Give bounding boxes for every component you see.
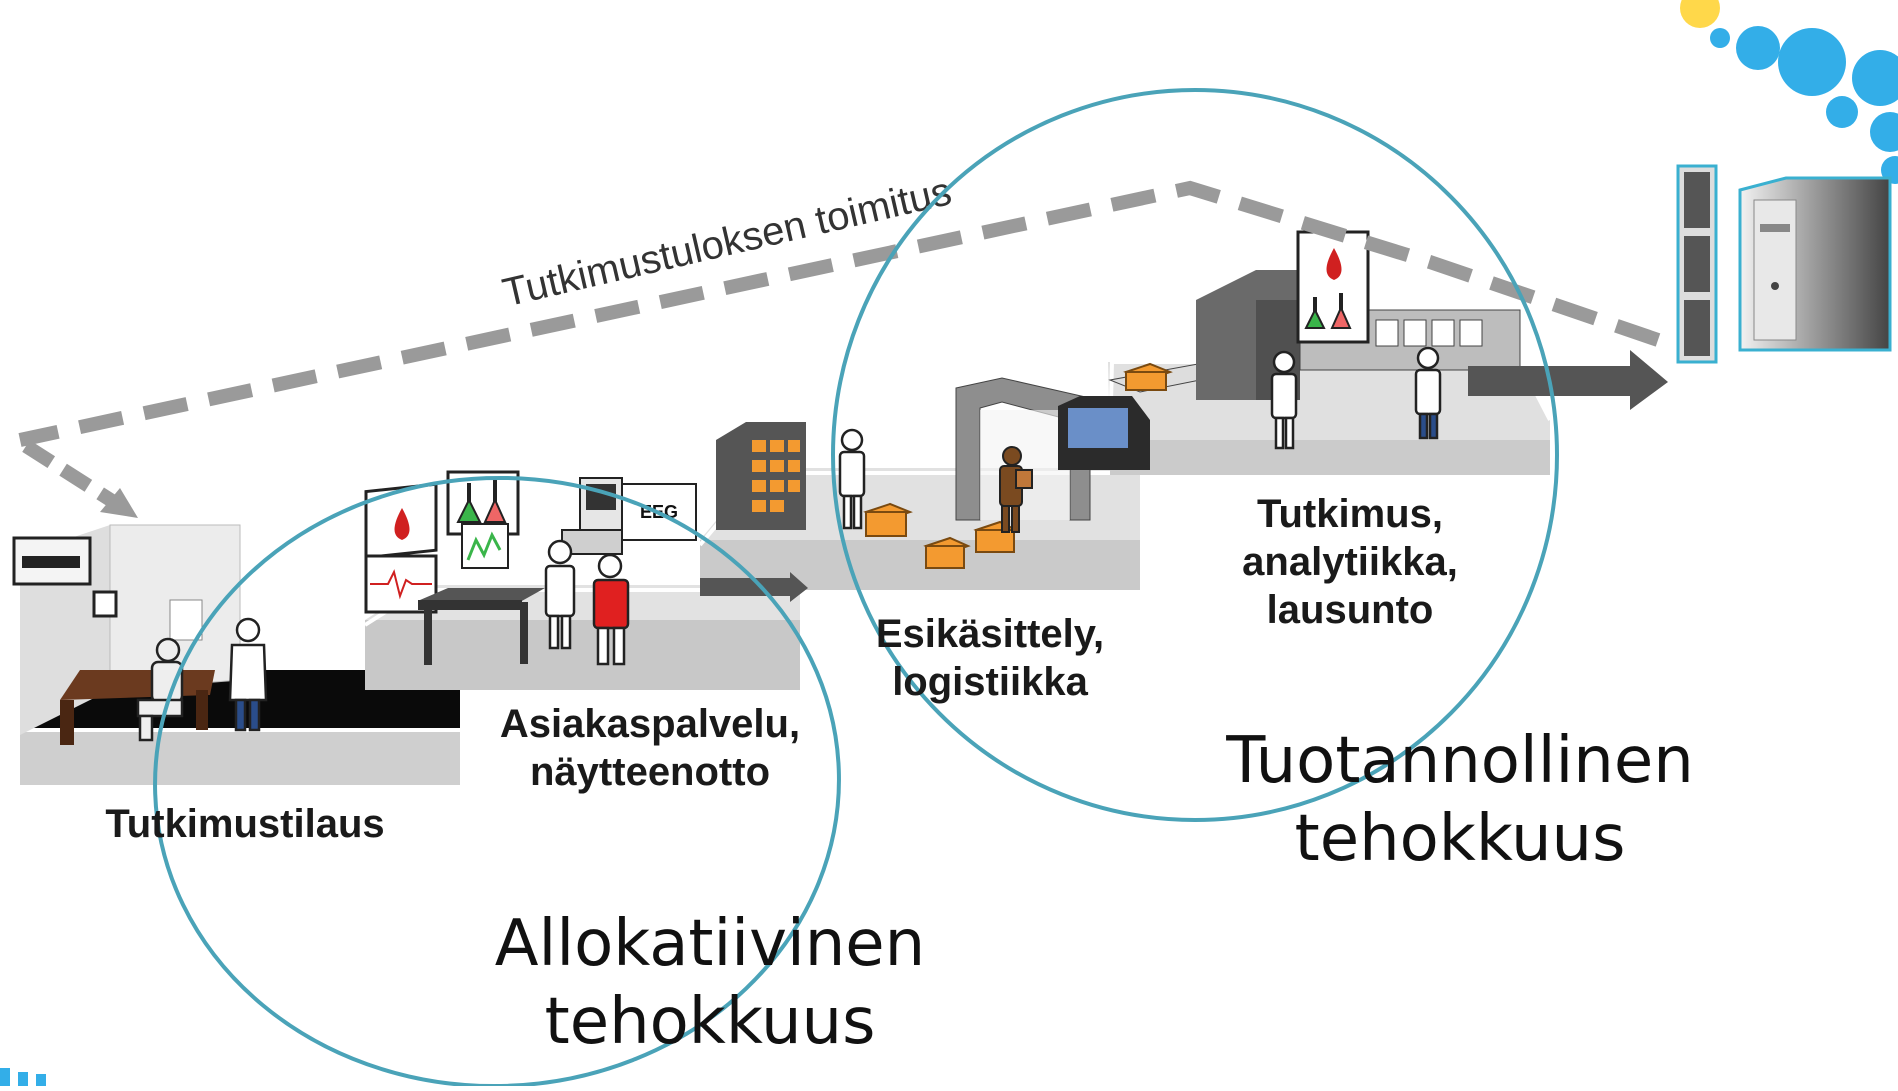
stage-3-line1: Esikäsittely, [875,612,1105,656]
courier-box-icon [999,446,1033,533]
productive-line1: Tuotannollinen [1226,724,1694,798]
stage-label-logistics: Esikäsittely, logistiikka [850,610,1130,706]
stage-2-line1: Asiakaspalvelu, [499,702,801,746]
computer-tower-icon [1738,176,1892,352]
allocative-line1: Allokatiivinen [494,907,926,981]
analysis-area [1058,230,1668,475]
logo-fragment [0,1068,46,1086]
productive-efficiency-label: Tuotannollinen tehokkuus [1160,722,1760,878]
productive-line2: tehokkuus [1294,802,1626,877]
stage-label-service: Asiakaspalvelu, näytteenotto [470,700,830,796]
productive-circle [831,88,1559,822]
patient-icon-2 [592,553,630,666]
stage-label-analysis: Tutkimus, analytiikka, lausunto [1200,490,1500,634]
doctor-icon-2 [544,539,576,650]
bubbles-decoration [1680,0,1898,184]
service-area: EEG [363,470,800,690]
dashed-arrow-head [22,440,124,512]
flask-icon-2 [1304,293,1352,329]
stage-3-line2: logistiikka [892,660,1088,704]
gate-icon [955,377,1091,521]
stage-label-order: Tutkimustilaus [90,800,400,848]
doctor-icon [228,617,268,732]
arrow-head-icon [100,488,138,518]
logistics-area [698,377,1140,602]
shelf-icon [716,422,806,530]
server-icon [1676,164,1718,364]
box-icon [863,502,1019,569]
doctor-icon-3 [1414,346,1442,440]
stage-4-line3: lausunto [1266,588,1434,632]
blood-drop-icon-2 [1326,248,1342,280]
blood-drop-icon [364,482,438,560]
allocative-line2: tehokkuus [544,985,876,1060]
courier-icon [838,428,866,530]
stage-4-line1: Tutkimus, [1257,492,1443,536]
stage-4-line2: analytiikka, [1242,540,1458,584]
dashed-arrow [18,180,1661,447]
eeg-machine-icon: EEG [561,477,697,555]
lab-worker-icon [1270,350,1298,450]
patient-icon [136,637,184,742]
allocative-efficiency-label: Allokatiivinen tehokkuus [420,905,1000,1061]
stage-2-line2: näytteenotto [530,750,770,794]
box-icon-2 [1123,362,1173,391]
stage-1-name: Tutkimustilaus [105,802,385,846]
